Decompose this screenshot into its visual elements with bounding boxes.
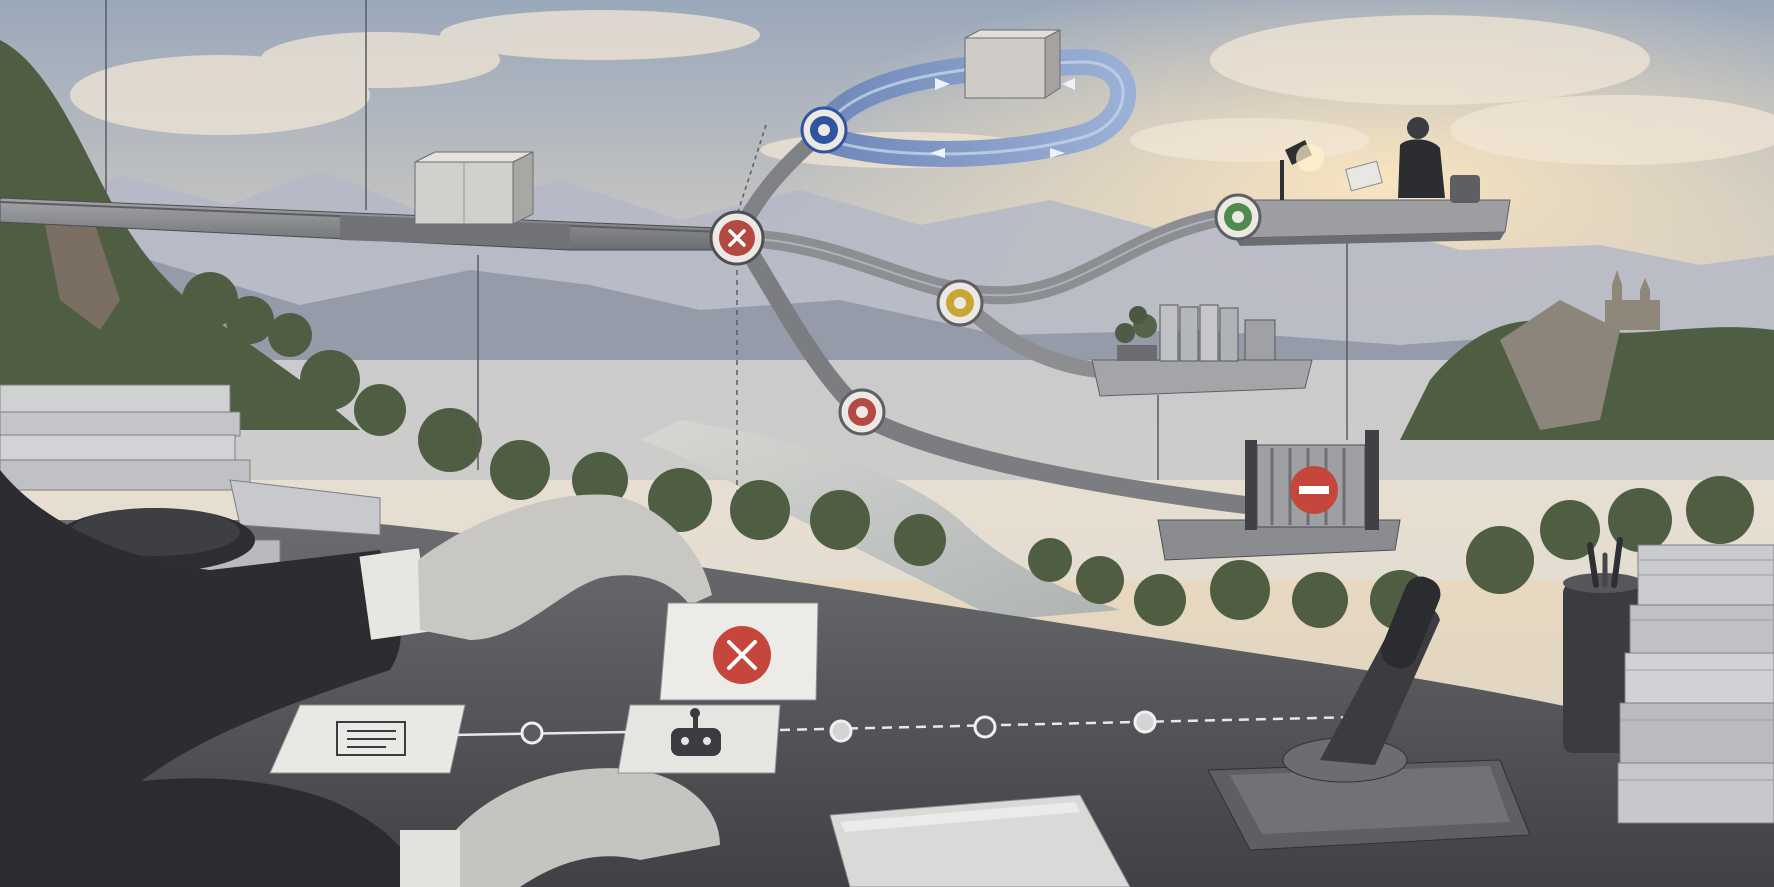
loop-arrows bbox=[930, 78, 1075, 158]
reviewer-person bbox=[1345, 117, 1445, 198]
target-ring-icon bbox=[856, 406, 868, 418]
branch-to-gate bbox=[736, 236, 1254, 514]
castle bbox=[1605, 270, 1660, 330]
paper-stack-right bbox=[1617, 544, 1774, 824]
target-ring-icon bbox=[954, 297, 966, 309]
card-reject[interactable] bbox=[659, 602, 819, 701]
timeline-step-marker[interactable] bbox=[1133, 710, 1157, 734]
robot-icon bbox=[671, 708, 721, 756]
river bbox=[640, 420, 1120, 620]
potted-plant bbox=[1115, 306, 1157, 361]
shirt-cuff bbox=[359, 548, 431, 640]
no-entry-icon bbox=[1290, 466, 1338, 514]
desk-lamp bbox=[1280, 160, 1284, 200]
loop-node bbox=[800, 106, 848, 154]
target-ring-icon bbox=[1232, 211, 1244, 223]
package-box-in-loop bbox=[964, 29, 1061, 99]
approve-node bbox=[1214, 193, 1262, 241]
suited-person-arm bbox=[0, 470, 720, 887]
card-document[interactable] bbox=[269, 704, 466, 774]
target-ring-icon bbox=[818, 124, 830, 136]
desk-timeline bbox=[449, 710, 1361, 745]
forest-left bbox=[0, 40, 946, 566]
archive-node bbox=[838, 388, 886, 436]
cliff-left bbox=[40, 200, 120, 330]
x-mark-icon bbox=[713, 626, 771, 684]
upper-hand bbox=[418, 494, 712, 640]
hanging-wires bbox=[105, 0, 1348, 520]
binders bbox=[1159, 304, 1276, 362]
lever-switch[interactable] bbox=[1207, 572, 1531, 851]
timeline-step-marker[interactable] bbox=[829, 719, 853, 743]
cliff-right bbox=[1500, 300, 1620, 430]
card-robot[interactable] bbox=[617, 704, 781, 774]
review-node bbox=[936, 279, 984, 327]
loop-track bbox=[812, 29, 1137, 167]
reject-node bbox=[709, 210, 765, 266]
office-chair bbox=[1450, 175, 1480, 203]
blocked-gate-platform bbox=[1157, 430, 1401, 561]
lower-hand bbox=[440, 768, 720, 887]
document-icon bbox=[336, 721, 406, 756]
x-mark-icon bbox=[728, 229, 746, 247]
package-box-on-conveyor bbox=[414, 151, 534, 225]
timeline-step-marker[interactable] bbox=[520, 721, 544, 745]
filing-shelf-platform bbox=[1091, 304, 1313, 397]
main-conveyor bbox=[0, 151, 721, 251]
approval-desk-platform bbox=[1229, 117, 1511, 246]
timeline-step-marker[interactable] bbox=[973, 715, 997, 739]
notepad bbox=[829, 794, 1131, 887]
